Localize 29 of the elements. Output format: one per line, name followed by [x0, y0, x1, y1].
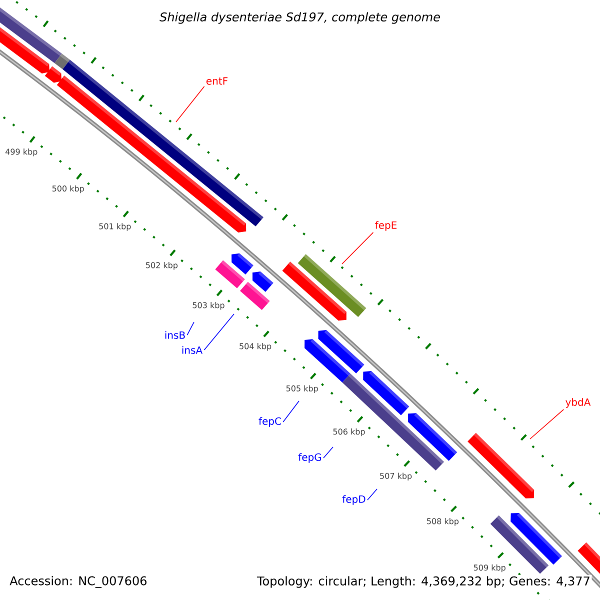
leader-line — [186, 322, 194, 336]
scale-label: 505 kbp — [286, 385, 318, 393]
leader-line — [323, 446, 334, 458]
leader-line — [176, 86, 205, 122]
scale-label: 501 kbp — [99, 223, 131, 231]
leader-line — [204, 314, 234, 350]
gene-label: fepC — [258, 417, 281, 427]
gene-label: fepG — [298, 453, 322, 463]
gene-label: insA — [182, 346, 202, 354]
scale-label: 499 kbp — [6, 148, 38, 156]
gene-label: fepD — [342, 495, 366, 505]
gene-label: fepE — [375, 221, 397, 231]
leader-line — [367, 488, 378, 500]
scale-label: 509 kbp — [474, 564, 506, 572]
scale-label: 508 kbp — [427, 518, 459, 526]
scale-label: 500 kbp — [52, 185, 84, 194]
scale-label: 502 kbp — [146, 262, 178, 270]
scale-label: 503 kbp — [192, 302, 224, 310]
accession-text: Accession: NC_007606 — [8, 574, 149, 590]
title: Shigella dysenteriae Sd197, complete genome — [160, 12, 440, 24]
leader-line — [342, 232, 374, 264]
gene-label: ybdA — [566, 398, 591, 408]
scale-label: 504 kbp — [240, 343, 272, 351]
scale-label: 506 kbp — [333, 428, 365, 436]
leader-line — [282, 400, 300, 422]
gene-label: insB — [165, 331, 185, 339]
gene-label: entF — [206, 77, 228, 85]
scale-label: 507 kbp — [380, 472, 412, 480]
leader-line — [530, 409, 564, 440]
